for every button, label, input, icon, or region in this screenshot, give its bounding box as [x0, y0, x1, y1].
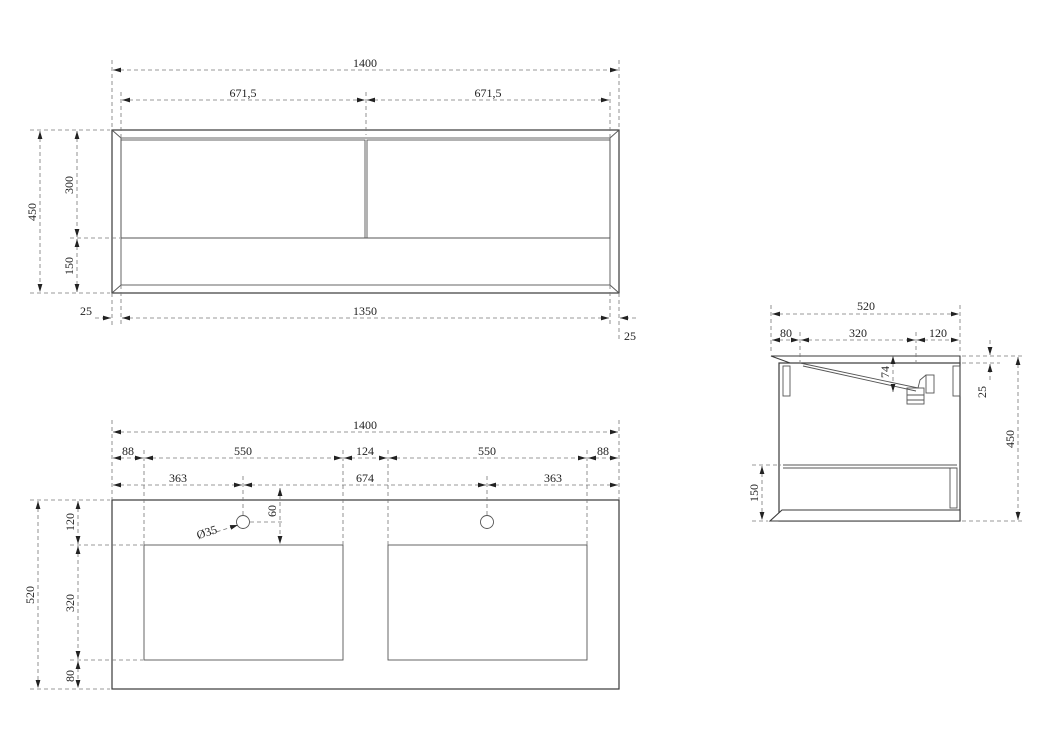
side-basin-profile	[799, 362, 927, 389]
side-drain	[906, 387, 925, 405]
side-dim-back-part: 120	[929, 326, 947, 340]
top-basin-left	[143, 544, 344, 661]
side-bottom-edge	[768, 509, 961, 522]
side-dim-shelf-height: 150	[747, 484, 761, 502]
top-dim-edge-left: 88	[122, 444, 134, 458]
front-dim-total-height: 450	[25, 203, 39, 221]
top-dim-total-width: 1400	[353, 418, 377, 432]
top-basin-right	[387, 544, 588, 661]
front-cabinet-inner-frame	[120, 137, 611, 286]
top-dim-basin-right: 550	[478, 444, 496, 458]
side-dim-basin-inner: 74	[878, 366, 892, 378]
front-dim-inner-width: 1350	[353, 304, 377, 318]
front-dim-drawer-height: 300	[62, 176, 76, 194]
top-dim-tap-spacing: 674	[356, 471, 374, 485]
side-dim-total-height: 450	[1003, 430, 1017, 448]
top-tap-hole-left	[236, 515, 250, 529]
front-dim-total-width: 1400	[353, 56, 377, 70]
front-dim-half-right: 671,5	[475, 86, 502, 100]
side-view: 520 80 320 120 74 25 450 150	[747, 299, 1025, 522]
front-dim-side-left: 25	[80, 304, 92, 318]
side-dim-top-thickness: 25	[975, 386, 989, 398]
top-dim-front-edge: 80	[63, 670, 77, 682]
top-dim-tap-hole-offset: 60	[265, 505, 279, 517]
top-dim-tap-left-offset: 363	[169, 471, 187, 485]
side-dim-total-depth: 520	[857, 299, 875, 313]
top-dim-basin-depth: 320	[63, 594, 77, 612]
front-drawer-right	[366, 139, 611, 239]
side-countertop	[770, 355, 961, 364]
side-cabinet-body	[778, 362, 961, 522]
front-cabinet-outline	[111, 129, 620, 294]
front-view: 1400 671,5 671,5 450 300 150 1350 25 25	[25, 56, 636, 343]
top-dim-basin-left: 550	[234, 444, 252, 458]
front-dim-side-right: 25	[624, 329, 636, 343]
front-drawer-left	[120, 139, 366, 239]
front-dim-shelf-height: 150	[62, 257, 76, 275]
side-dim-middle-part: 320	[849, 326, 867, 340]
side-dim-front-part: 80	[780, 326, 792, 340]
top-dim-tap-hole-diameter: Ø35	[195, 522, 219, 542]
top-dim-tap-right-offset: 363	[544, 471, 562, 485]
top-countertop-outline	[111, 499, 620, 690]
top-dim-edge-right: 88	[597, 444, 609, 458]
front-dim-half-left: 671,5	[230, 86, 257, 100]
top-dim-gap-middle: 124	[356, 444, 374, 458]
top-dim-depth: 520	[23, 586, 37, 604]
top-dim-back-edge: 120	[63, 513, 77, 531]
side-back-panel	[925, 374, 935, 394]
top-view: 1400 88 550 124 550 88 363 674 363 Ø35 6…	[23, 418, 620, 690]
top-tap-hole-right	[480, 515, 494, 529]
